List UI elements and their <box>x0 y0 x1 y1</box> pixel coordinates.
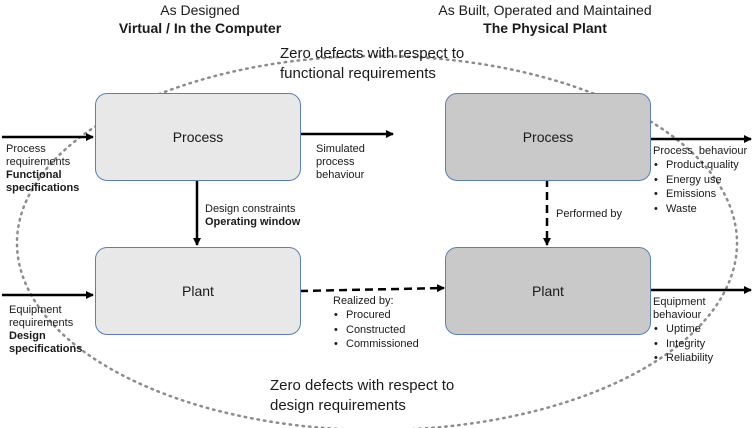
list-item: Procured <box>333 308 419 323</box>
zero-defects-design-label: Zero defects with respect to design requ… <box>270 377 455 414</box>
realized-by-list: Procured Constructed Commissioned <box>333 308 419 352</box>
virtual-plant-label: Plant <box>182 283 214 299</box>
virtual-plant-box: Plant <box>95 247 301 335</box>
virtual-process-box: Process <box>95 93 301 181</box>
physical-plant-box: Plant <box>445 247 651 335</box>
list-item: Waste <box>653 202 747 217</box>
simulated-behaviour-label: Simulated process behaviour <box>316 143 365 181</box>
list-item: Constructed <box>333 323 419 338</box>
physical-header-line2: The Physical Plant <box>483 20 607 36</box>
physical-header: As Built, Operated and Maintained The Ph… <box>420 1 670 37</box>
physical-header-line1: As Built, Operated and Maintained <box>438 2 652 18</box>
realized-by-title: Realized by: <box>333 295 394 307</box>
list-item: Commissioned <box>333 337 419 352</box>
process-requirements-label: Process requirements Functional specific… <box>6 143 80 194</box>
physical-plant-label: Plant <box>532 283 564 299</box>
list-item: Uptime <box>653 322 713 337</box>
list-item: Emissions <box>653 187 747 202</box>
realized-by-block: Realized by: Procured Constructed Commis… <box>333 295 419 352</box>
list-item: Integrity <box>653 337 713 352</box>
list-item: Energy use <box>653 173 747 188</box>
process-behaviour-list: Product quality Energy use Emissions Was… <box>653 158 747 216</box>
virtual-header-line1: As Designed <box>160 2 240 18</box>
zero-defects-functional-label: Zero defects with respect to functional … <box>280 45 465 82</box>
virtual-process-label: Process <box>172 129 224 145</box>
equipment-behaviour-block: Equipment behaviour Uptime Integrity Rel… <box>653 296 713 366</box>
zero-defects-loop <box>15 54 739 428</box>
design-constraints-label: Design constraints Operating window <box>205 203 301 228</box>
realized-by-arrow <box>299 284 445 293</box>
list-item: Product quality <box>653 158 747 173</box>
physical-process-label: Process <box>522 129 574 145</box>
list-item: Reliability <box>653 351 713 366</box>
physical-process-box: Process <box>445 93 651 181</box>
virtual-header: As Designed Virtual / In the Computer <box>100 1 300 37</box>
virtual-header-line2: Virtual / In the Computer <box>118 20 282 36</box>
equipment-behaviour-list: Uptime Integrity Reliability <box>653 322 713 366</box>
process-behaviour-block: Process behaviour Product quality Energy… <box>653 145 747 216</box>
performed-by-label: Performed by <box>556 208 623 220</box>
equipment-requirements-label: Equipment requirements Design specificat… <box>9 304 83 355</box>
process-behaviour-title: Process behaviour <box>653 145 748 157</box>
